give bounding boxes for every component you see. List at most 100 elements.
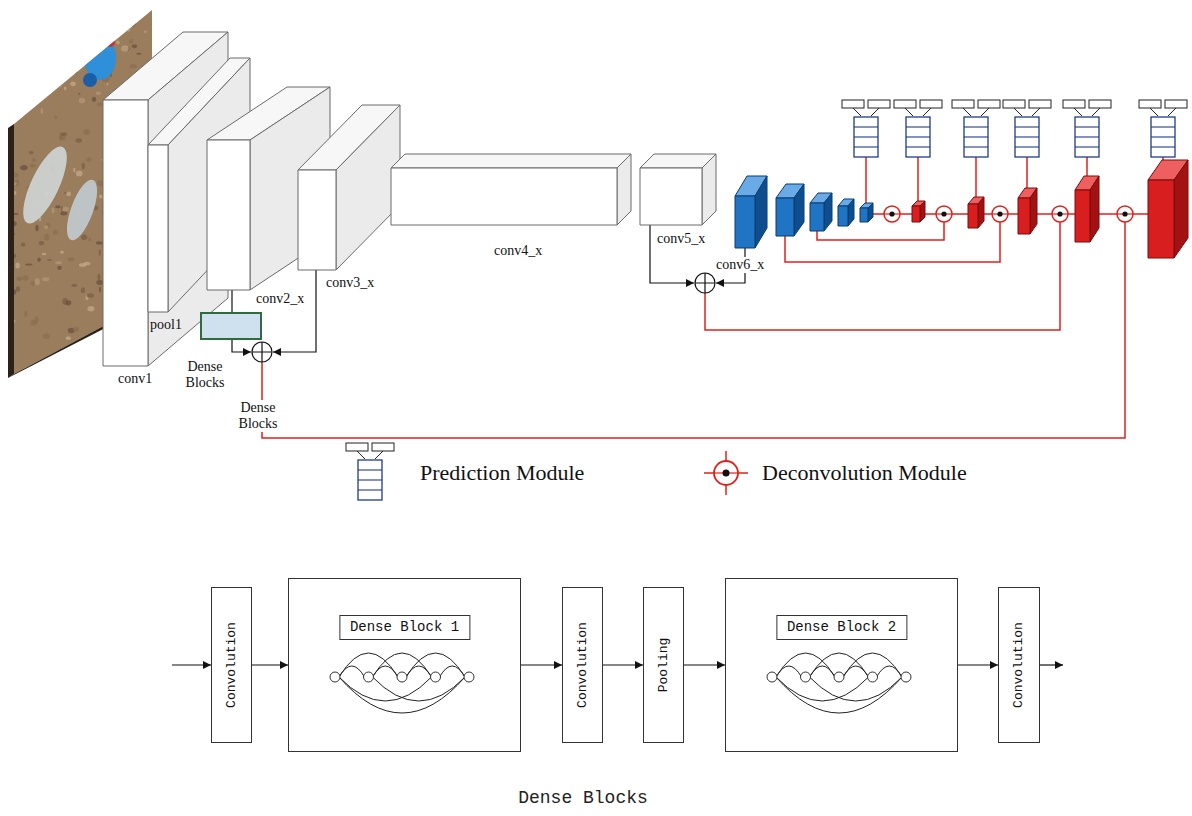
feature-maps	[776, 160, 1188, 258]
decoder-wires	[262, 214, 1148, 438]
sand-grain	[60, 132, 67, 136]
prediction-row	[854, 146, 878, 147]
sand-grain	[123, 8, 129, 12]
prediction-tray	[1063, 100, 1085, 108]
sand-grain	[144, 30, 147, 33]
sand-grain	[69, 57, 76, 59]
prediction-link	[357, 451, 383, 459]
layer-prism	[640, 154, 716, 225]
sum-circle	[695, 273, 715, 293]
sand-grain	[29, 151, 34, 154]
sand-grain	[43, 333, 50, 338]
block-title: Dense Block 2	[776, 615, 907, 640]
layer-block	[735, 176, 767, 248]
sand-grain	[49, 372, 52, 375]
sand-grain	[13, 39, 16, 41]
deconv-feature-map	[1018, 188, 1037, 234]
prediction-row	[1151, 126, 1175, 127]
sand-grain	[89, 237, 91, 241]
sand-grain	[81, 235, 87, 240]
connector	[603, 664, 643, 665]
sand-grain	[56, 85, 62, 87]
box-label: Convolution	[575, 622, 591, 708]
prediction-link	[1074, 108, 1100, 116]
side-face	[755, 176, 767, 248]
photo-ground	[14, 10, 152, 374]
layer-block	[391, 154, 631, 225]
side-face	[848, 199, 854, 226]
prediction-row	[1151, 136, 1175, 137]
sand-grain	[15, 107, 20, 112]
legend-item: Prediction Module	[420, 460, 584, 486]
sand-grain	[129, 21, 136, 27]
deconv-dot	[723, 470, 730, 477]
sand-grain	[126, 27, 131, 32]
sand-grain	[76, 138, 82, 142]
sand-grain	[97, 102, 103, 106]
deconv-circle	[1052, 206, 1068, 222]
deconv-symbol	[884, 206, 900, 222]
prediction-tray	[920, 100, 942, 108]
sand-grain	[15, 263, 19, 269]
prediction-stack	[1075, 117, 1099, 157]
front-face	[1018, 198, 1030, 234]
front-face	[912, 206, 920, 222]
decoder-wire	[817, 222, 944, 240]
sand-grain	[64, 86, 67, 90]
deconv-dot	[941, 211, 946, 216]
prediction-stack	[358, 460, 382, 500]
deconv-dot	[1122, 211, 1127, 216]
sand-grain	[33, 36, 37, 41]
sand-grain	[60, 61, 67, 64]
front-face	[968, 204, 978, 228]
dense-block: Dense Block 2	[725, 578, 958, 752]
convolution-box: Convolution	[998, 587, 1040, 743]
prediction-link	[963, 108, 989, 116]
prediction-tray	[1003, 100, 1025, 108]
sand-grain	[79, 98, 85, 104]
sand-grain	[60, 211, 67, 215]
sand-grain	[20, 30, 25, 33]
sand-grain	[12, 71, 19, 77]
sand-grain	[14, 75, 19, 80]
deconv-dot	[1057, 211, 1062, 216]
dense-layer	[364, 672, 374, 682]
deconv-symbol	[936, 206, 952, 222]
sand-grain	[40, 108, 43, 114]
sand-grain	[51, 372, 59, 377]
sand-grain	[78, 376, 80, 380]
prediction-icon	[1063, 100, 1111, 157]
prediction-row	[1075, 126, 1099, 127]
sand-grain	[66, 336, 71, 340]
dense-layer	[431, 672, 441, 682]
deconv-feature-map	[968, 197, 984, 228]
sand-grain	[99, 249, 101, 256]
sand-grain	[64, 13, 68, 17]
prediction-row	[1015, 146, 1039, 147]
sand-grain	[30, 164, 36, 167]
deconv-circle	[714, 461, 738, 485]
sand-grain	[16, 277, 22, 281]
sand-grain	[136, 53, 141, 55]
legend-text: Deconvolution Module	[762, 460, 967, 485]
sand-grain	[14, 7, 21, 13]
layer-block	[298, 105, 400, 270]
prediction-stem	[917, 157, 919, 203]
prediction-icon	[894, 100, 942, 157]
layer-prism	[391, 154, 631, 225]
conv-layer: conv5_x	[640, 154, 716, 225]
deconv-dot	[997, 211, 1002, 216]
deconv-dot	[889, 211, 894, 216]
sand-grain	[57, 266, 62, 270]
sand-grain	[96, 9, 100, 15]
legend-deconv-symbol	[704, 451, 748, 495]
front-face	[1148, 180, 1174, 258]
photo-edge	[8, 124, 14, 378]
prediction-tray	[868, 100, 890, 108]
sand-grain	[141, 8, 144, 12]
front-face	[776, 198, 794, 236]
deconv-circle	[884, 206, 900, 222]
sand-grain	[71, 69, 77, 74]
sand-grain	[95, 352, 102, 358]
prediction-row	[1151, 146, 1175, 147]
